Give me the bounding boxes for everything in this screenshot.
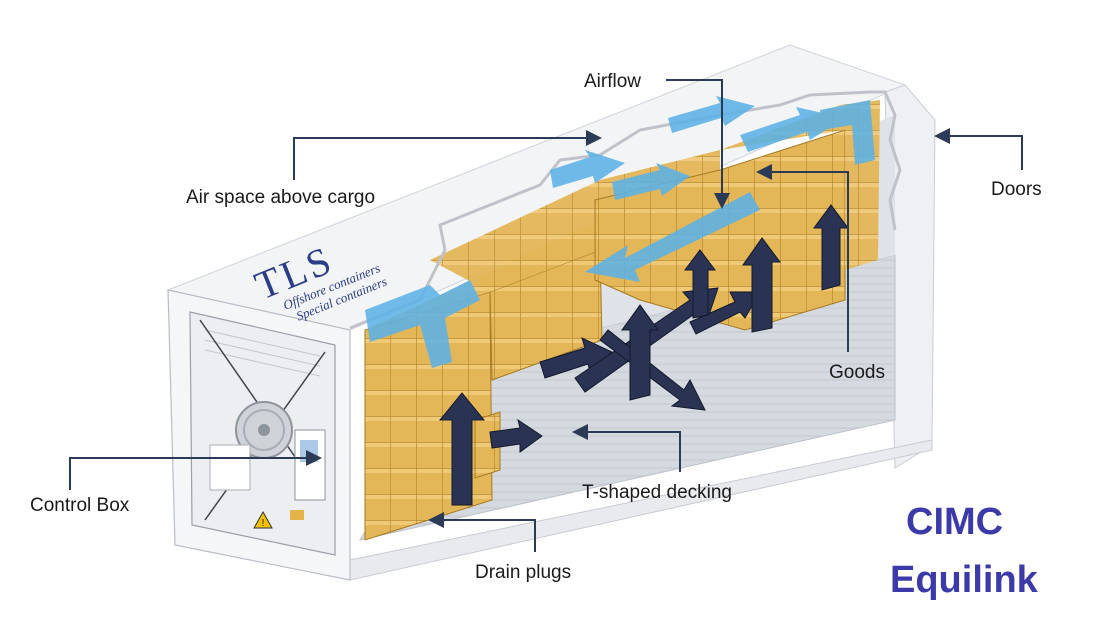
floor-arrow-up-mid xyxy=(621,304,659,401)
leader-control-box xyxy=(69,450,322,490)
cargo-mid-block xyxy=(594,129,846,331)
airflow-arrow-top-right xyxy=(740,107,845,152)
floor-arrow-up-2 xyxy=(684,249,716,319)
brand-name-line1: CIMC xyxy=(906,501,1004,543)
label-goods: Goods xyxy=(829,362,885,383)
airflow-arrow-top-1 xyxy=(550,150,625,188)
label-airflow: Airflow xyxy=(584,71,642,92)
airflow-arrow-top-2 xyxy=(612,163,690,200)
airflow-arrow-main xyxy=(585,192,760,282)
floor-arrow-up-3 xyxy=(742,237,781,333)
leader-drain xyxy=(428,512,536,552)
label-doors: Doors xyxy=(991,179,1042,200)
warning-icon xyxy=(253,510,273,529)
leader-doors xyxy=(934,128,1023,170)
leader-air-space xyxy=(293,130,602,180)
floor-airflow-arrows xyxy=(438,204,849,506)
floor-arrow-up-front xyxy=(438,392,486,506)
floor-arrow-up-4 xyxy=(813,204,849,291)
airflow-arrow-far-top xyxy=(668,96,755,133)
cutaway-edge xyxy=(349,90,902,330)
label-control-box: Control Box xyxy=(30,495,130,516)
svg-text:!: ! xyxy=(262,518,265,529)
leader-lines xyxy=(69,79,1023,552)
cargo-small-stack xyxy=(474,411,501,479)
label-drain-plugs: Drain plugs xyxy=(475,562,572,583)
label-t-shaped-decking: T-shaped decking xyxy=(582,482,732,503)
floor-arrow-cross-2 xyxy=(599,329,706,411)
leader-goods xyxy=(756,164,849,352)
leader-airflow xyxy=(666,79,730,209)
label-air-space-above-cargo: Air space above cargo xyxy=(186,187,376,208)
floor-arrow-right-small xyxy=(489,418,543,453)
brand-name-line2: Equilink xyxy=(890,559,1038,601)
airflow-arrow-right-down xyxy=(820,100,875,165)
leader-decking xyxy=(572,424,681,472)
airflow-arrows xyxy=(365,96,875,368)
airflow-arrow-left-down xyxy=(365,280,480,368)
reefer-unit: ! xyxy=(189,311,336,556)
